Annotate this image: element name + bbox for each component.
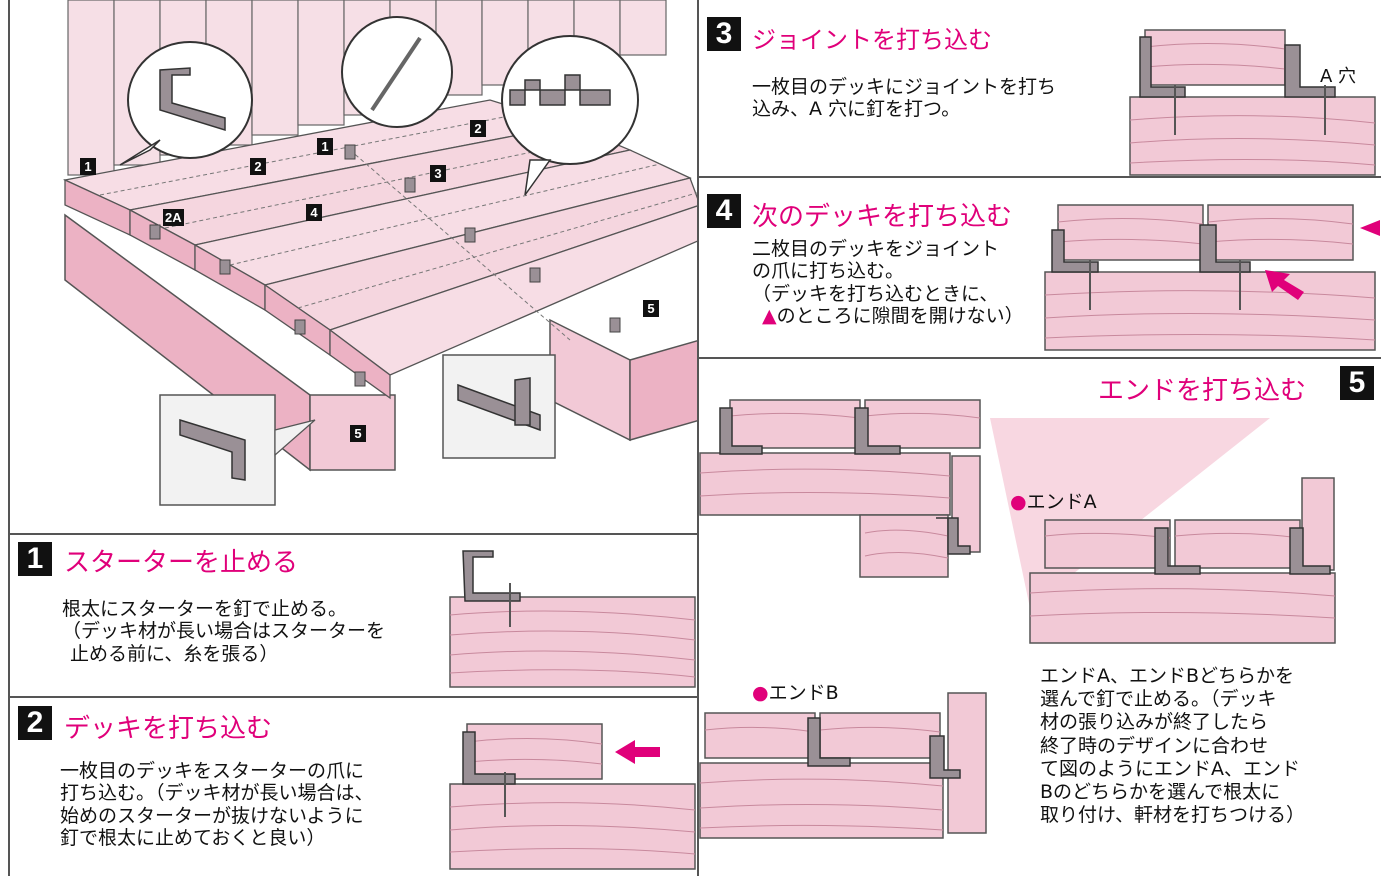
step5-end-a-label: ●エンドA	[1010, 487, 1097, 514]
step5-title: エンドを打ち込む	[1098, 376, 1307, 406]
step5-line-1: エンドA、エンドBどちらかを	[1040, 665, 1295, 687]
step4-title: 次のデッキを打ち込む	[752, 202, 1013, 232]
step5-number: 5	[1340, 366, 1374, 400]
step2-number: 2	[18, 706, 52, 740]
step1-line-2: （デッキ材が長い場合はスターターを	[62, 620, 386, 643]
step2-line-1: 一枚目のデッキをスターターの爪に	[60, 760, 365, 782]
step5-end-a-text: エンドA	[1026, 491, 1097, 513]
frame-divider-right-1	[698, 176, 1381, 178]
step5-line-3: 材の張り込みが終了したら	[1040, 711, 1269, 734]
step4-line-2: の爪に打ち込む。	[752, 260, 905, 283]
bullet-icon: ●	[1010, 491, 1027, 513]
step4-number: 4	[707, 194, 741, 228]
frame-left	[8, 0, 10, 876]
step2-line-4: 釘で根太に止めておくと良い）	[60, 827, 326, 850]
overview-marker-2b: 2	[470, 120, 486, 137]
step5-drawing	[699, 399, 1336, 839]
overview-marker-4: 4	[306, 204, 322, 221]
step4-drawing	[1044, 204, 1380, 351]
overview-marker-5b: 5	[350, 425, 366, 442]
frame-divider-left-2	[8, 696, 698, 698]
step4-text: 二枚目のデッキをジョイント の爪に打ち込む。 （デッキを打ち込むときに、 ▲のと…	[752, 238, 1024, 328]
step5-text: エンドA、エンドBどちらかを 選んで釘で止める。（デッキ 材の張り込みが終了した…	[1040, 665, 1305, 827]
step3-number: 3	[707, 17, 741, 51]
bullet-icon: ●	[752, 682, 769, 704]
overview-marker-1b: 1	[317, 138, 333, 155]
overview-marker-3: 3	[430, 165, 446, 182]
step1-line-1: 根太にスターターを釘で止める。	[62, 598, 348, 620]
step3-title: ジョイントを打ち込む	[752, 26, 992, 54]
step4-line-4-wrap: ▲のところに隙間を開けない）	[752, 305, 1024, 327]
step1-title: スターターを止める	[64, 548, 299, 578]
step3-drawing	[1129, 29, 1376, 176]
frame-divider-right-2	[698, 357, 1381, 359]
overview-marker-5: 5	[643, 300, 659, 317]
step4-line-4: のところに隙間を開けない）	[776, 305, 1024, 328]
step2-title: デッキを打ち込む	[64, 714, 273, 744]
step5-line-4: 終了時のデザインに合わせ	[1040, 734, 1269, 757]
step5-end-b-text: エンドB	[768, 682, 839, 704]
step4-arrow-icon	[1265, 270, 1304, 300]
step1-text: 根太にスターターを釘で止める。 （デッキ材が長い場合はスターターを 止める前に、…	[62, 598, 385, 665]
deck-overview-drawing	[62, 0, 697, 506]
step5-line-6: Bのどちらかを選んで根太に	[1040, 780, 1281, 803]
step4-push-arrow-icon	[1360, 220, 1380, 236]
step3-line-1: 一枚目のデッキにジョイントを打ち	[752, 76, 1057, 98]
overview-marker-2a: 2A	[163, 206, 184, 227]
overview-marker-2a-box: 2A	[163, 209, 184, 226]
step3-hole-label: A 穴	[1320, 66, 1357, 87]
step1-number: 1	[18, 542, 52, 576]
step1-line-3: 止める前に、糸を張る）	[70, 642, 279, 665]
step2-text: 一枚目のデッキをスターターの爪に 打ち込む。（デッキ材が長い場合は、 始めのスタ…	[60, 760, 374, 850]
step2-line-3: 始めのスターターが抜けないように	[60, 804, 364, 827]
up-arrow-icon: ▲	[762, 305, 777, 328]
step3-text: 一枚目のデッキにジョイントを打ち 込み、A 穴に釘を打つ。	[752, 76, 1056, 121]
frame-divider-left-1	[8, 533, 698, 535]
step3-line-2: 込み、A 穴に釘を打つ。	[752, 98, 961, 121]
step4-line-1: 二枚目のデッキをジョイント	[752, 238, 1000, 260]
step2-arrow-icon	[615, 740, 660, 764]
step5-line-2: 選んで釘で止める。（デッキ	[1040, 688, 1277, 711]
step2-line-2: 打ち込む。（デッキ材が長い場合は、	[60, 782, 374, 805]
step5-line-5: て図のようにエンドA、エンド	[1040, 757, 1300, 780]
overview-marker-2: 2	[250, 158, 266, 175]
overview-illustration: 1 2 3 4 5 2A 1 2 5	[10, 0, 697, 533]
step5-line-7: 取り付け、軒材を打ちつける）	[1040, 804, 1306, 827]
step4-line-3: （デッキを打ち込むときに、	[752, 282, 999, 305]
step5-end-b-label: ●エンドB	[752, 678, 839, 705]
step1-drawing	[449, 550, 696, 688]
overview-marker-1: 1	[80, 158, 96, 175]
frame-divider-vertical	[697, 0, 699, 876]
step2-drawing	[449, 723, 696, 870]
